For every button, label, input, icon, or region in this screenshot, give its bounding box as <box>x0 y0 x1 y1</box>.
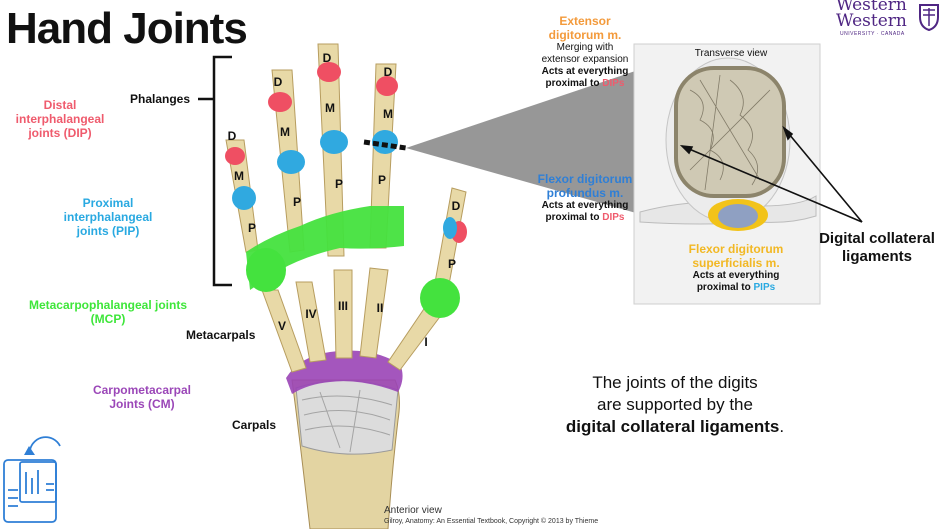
svg-text:P: P <box>248 221 256 235</box>
numeral-iii: III <box>338 299 348 313</box>
numeral-v: V <box>278 319 286 333</box>
carpals-label: Carpals <box>232 418 277 432</box>
fdp-prox: proximal to <box>545 212 603 223</box>
pip-joint-middle <box>320 130 348 154</box>
svg-text:P: P <box>378 173 386 187</box>
cm-label: Carpometacarpal Joints (CM) <box>92 383 192 411</box>
numeral-iv: IV <box>305 307 316 321</box>
phalanges-label: Phalanges <box>130 92 191 106</box>
extensor-prox: proximal to <box>545 78 603 89</box>
metacarpal-iv <box>295 281 327 363</box>
projection-wedge <box>406 60 668 222</box>
pip-joint-little <box>232 186 256 210</box>
body-line2: are supported by the <box>597 395 753 414</box>
svg-text:P: P <box>335 177 343 191</box>
metacarpal-ii <box>359 267 389 359</box>
body-text: The joints of the digits are supported b… <box>520 372 830 438</box>
svg-text:M: M <box>234 169 244 183</box>
svg-text:D: D <box>228 129 237 143</box>
dip-joint-middle <box>317 62 341 82</box>
fds-block: Flexor digitorum superficialis m. Acts a… <box>674 242 798 294</box>
mcp-joint-thumb <box>420 278 460 318</box>
fdp-acts: Acts at everything <box>541 200 629 211</box>
svg-text:D: D <box>323 51 332 65</box>
extensor-sub2: extensor expansion <box>541 54 629 65</box>
pip-joint-ring <box>277 150 305 174</box>
fdp-title: Flexor digitorum profundus m. <box>537 172 633 200</box>
numeral-ii: II <box>377 301 384 315</box>
extensor-title: Extensor digitorum m. <box>548 14 622 42</box>
dip-label: Distal interphalangeal joints (DIP) <box>15 98 105 140</box>
section-marker <box>363 139 407 151</box>
svg-text:D: D <box>384 65 393 79</box>
svg-text:D: D <box>452 199 461 213</box>
extensor-acts: Acts at everything <box>541 66 629 77</box>
fdp-block: Flexor digitorum profundus m. Acts at ev… <box>520 172 650 224</box>
pip-label: Proximal interphalangeal joints (PIP) <box>63 196 153 238</box>
svg-text:M: M <box>383 107 393 121</box>
phalanges-bracket <box>198 55 232 287</box>
fds-prox: proximal to <box>696 282 754 293</box>
logo-line1: Western <box>836 0 907 15</box>
slide-nav-icon <box>3 436 61 523</box>
mcp-joint-little <box>246 248 286 292</box>
numeral-i: I <box>424 335 427 349</box>
body-line1: The joints of the digits <box>592 373 758 392</box>
fds-acts: Acts at everything <box>692 270 780 281</box>
fdp-tendon <box>718 204 758 228</box>
page-title: Hand Joints <box>6 4 248 53</box>
svg-text:D: D <box>274 75 283 89</box>
svg-text:M: M <box>280 125 290 139</box>
pip-joint-thumb <box>443 217 457 239</box>
logo-sub: UNIVERSITY · CANADA <box>840 31 905 37</box>
logo-line2: Western <box>836 11 907 31</box>
mcp-hood <box>246 206 404 290</box>
image-credit: Gilroy, Anatomy: An Essential Textbook, … <box>384 518 599 525</box>
dip-joint-ring <box>268 92 292 112</box>
metacarpal-iii <box>333 269 353 359</box>
fds-title: Flexor digitorum superficialis m. <box>688 242 784 270</box>
dip-joint-index <box>376 76 398 96</box>
extensor-target: DIPs <box>602 78 625 89</box>
university-logo: Western Western UNIVERSITY · CANADA <box>832 0 944 44</box>
fdp-target: DIPs <box>602 212 625 223</box>
extensor-sub1: Merging with <box>556 42 614 53</box>
bone-cross-section <box>674 66 786 198</box>
dip-joint-little <box>225 147 245 165</box>
anterior-view-label: Anterior view <box>384 505 442 516</box>
fds-target: PIPs <box>753 282 776 293</box>
svg-text:M: M <box>325 101 335 115</box>
mcp-label: Metacarpophalangeal joints (MCP) <box>28 298 188 326</box>
extensor-block: Extensor digitorum m. Merging with exten… <box>500 14 670 90</box>
transverse-view-label: Transverse view <box>694 48 768 59</box>
metacarpals-label: Metacarpals <box>186 328 256 342</box>
svg-text:P: P <box>293 195 301 209</box>
body-line3: digital collateral ligaments <box>565 417 780 436</box>
svg-text:P: P <box>448 257 456 271</box>
digital-collateral-label: Digital collateral ligaments <box>819 230 935 265</box>
crest-icon <box>919 4 939 32</box>
body-end: . <box>779 417 785 436</box>
